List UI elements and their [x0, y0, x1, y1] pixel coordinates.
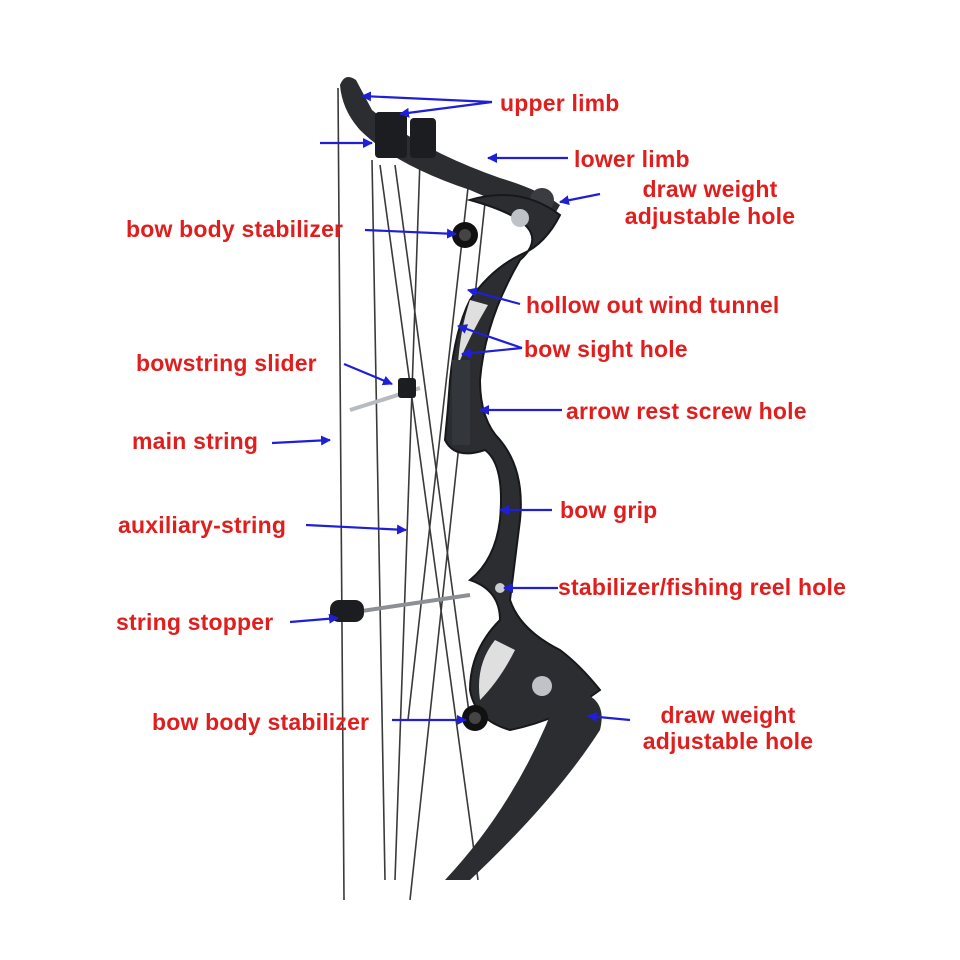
main-string-line: [337, 87, 345, 901]
auxiliary-string-line: [394, 164, 471, 721]
auxiliary-string-line: [407, 169, 471, 721]
wind-tunnel-cutouts: [458, 300, 515, 700]
bow-strings: [337, 87, 489, 901]
label-arrow-rest-screw-hole: arrow rest screw hole: [566, 398, 807, 424]
arrow-main-string: [271, 435, 331, 446]
label-auxiliary-string: auxiliary-string: [118, 512, 287, 538]
arrow-auxiliary-string: [305, 523, 407, 535]
label-bow-grip: bow grip: [560, 497, 658, 523]
arrow-sight-hole-1: [457, 324, 523, 350]
auxiliary-string-line: [409, 174, 489, 901]
riser-body: [443, 194, 602, 732]
label-draw-weight-top-line2: adjustable hole: [624, 203, 796, 229]
sight-window: [452, 360, 470, 445]
upper-cam: [375, 112, 554, 212]
label-bow-body-stabilizer-bottom: bow body stabilizer: [152, 709, 370, 735]
upper-limb-shape: [340, 76, 560, 226]
label-draw-weight-top-line1: draw weight: [642, 176, 778, 202]
bowstring-slider-rod: [349, 378, 421, 412]
arrow-draw-weight-top: [559, 192, 601, 206]
arrow-upper-limb: [361, 91, 493, 104]
label-lower-limb: lower limb: [574, 146, 690, 172]
label-main-string: main string: [132, 428, 259, 454]
lower-limb-shape: [445, 690, 602, 880]
auxiliary-string-line: [379, 164, 479, 881]
arrow-draw-weight-bottom: [587, 711, 631, 722]
label-bow-body-stabilizer-top: bow body stabilizer: [126, 216, 344, 242]
arrow-upper-limb-2: [399, 100, 493, 118]
string-stopper-rod: [330, 593, 471, 622]
label-string-stopper: string stopper: [116, 609, 274, 635]
auxiliary-string-line: [371, 159, 386, 881]
label-bow-sight-hole: bow sight hole: [524, 336, 688, 362]
arrow-stabilizer-top: [364, 228, 457, 239]
label-hollow-out-wind-tunnel: hollow out wind tunnel: [526, 292, 780, 318]
label-upper-limb: upper limb: [500, 90, 620, 116]
arrow-wind-tunnel: [467, 287, 521, 306]
label-draw-weight-bottom-line1: draw weight: [660, 702, 796, 728]
label-stabilizer-fishing-reel-hole: stabilizer/fishing reel hole: [558, 574, 847, 600]
label-draw-weight-bottom-line2: adjustable hole: [642, 728, 814, 754]
arrow-string-stopper: [289, 613, 339, 624]
label-bowstring-slider: bowstring slider: [136, 350, 317, 376]
pointer-arrows: [271, 91, 631, 725]
auxiliary-string-line: [394, 159, 421, 881]
arrow-sight-hole-2: [461, 346, 523, 359]
arrow-bowstring-slider: [343, 362, 393, 386]
